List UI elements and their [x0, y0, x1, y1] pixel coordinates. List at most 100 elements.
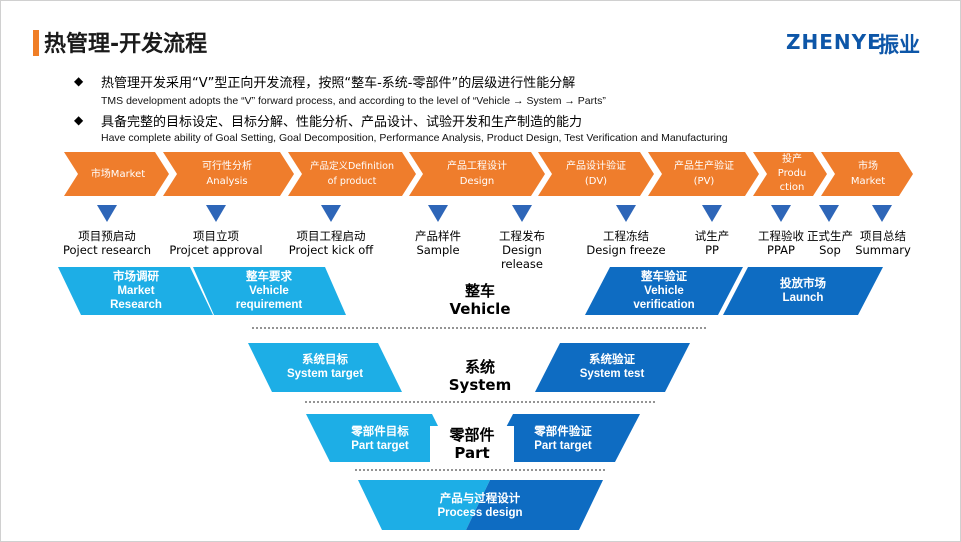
- milestone-label: 项目预启动 Poject research: [57, 229, 157, 257]
- milestone-en: Sop: [819, 243, 841, 257]
- block-cn: 产品与过程设计: [439, 493, 521, 505]
- phase-label-line1: 产品生产验证: [674, 161, 734, 172]
- block-en: Research: [110, 299, 162, 311]
- phase-label-pv: 产品生产验证 (PV): [662, 152, 746, 196]
- bullet-diamond-icon: ◆: [74, 74, 84, 88]
- block-en: verification: [633, 299, 695, 311]
- phase-label-line1: 产品定义Definition: [309, 161, 394, 172]
- block-en: Part target: [534, 440, 592, 452]
- milestone-en: Projcet approval: [169, 243, 263, 257]
- milestone-en: Sample: [416, 243, 460, 257]
- block-label-launch: 投放市场 Launch: [743, 277, 863, 305]
- milestone-marker: [428, 205, 448, 222]
- block-process-design-right: [466, 480, 603, 530]
- milestone-en: Summary: [855, 243, 911, 257]
- phase-label-line2: Analysis: [206, 176, 248, 187]
- block-en: Part target: [351, 440, 409, 452]
- phase-label-definition: 产品定义Definition of product: [300, 152, 404, 196]
- phase-label-line1: 市场: [858, 161, 878, 172]
- block-label-market-research: 市场调研 Market Research: [76, 270, 196, 312]
- block-vehicle-verification: [585, 267, 743, 315]
- milestone-cn: 工程冻结: [603, 229, 649, 243]
- phase-label-line2: Produ: [777, 168, 807, 179]
- block-label-system-target: 系统目标 System target: [265, 353, 385, 381]
- block-market-research: [58, 267, 213, 315]
- block-system-test: [535, 343, 690, 392]
- phase-label-line2: of product: [327, 176, 377, 187]
- phase-label-line2: Market: [850, 176, 886, 187]
- block-label-system-test: 系统验证 System test: [552, 353, 672, 381]
- page-title: 热管理-开发流程: [44, 32, 208, 57]
- milestone-marker: [702, 205, 722, 222]
- milestone-label: 项目工程启动 Project kick off: [281, 229, 381, 257]
- level-cn: 整车: [464, 282, 495, 300]
- bullet-2-en: Have complete ability of Goal Setting, G…: [101, 132, 728, 144]
- milestone-cn: 试生产: [694, 229, 730, 243]
- block-en: Market: [117, 285, 155, 297]
- milestone-en: Design release: [501, 243, 543, 271]
- block-cn: 市场调研: [113, 271, 159, 283]
- milestone-label: 工程验收 PPAP: [752, 229, 810, 257]
- milestone-marker: [771, 205, 791, 222]
- block-en: System test: [579, 368, 645, 380]
- block-cn: 投放市场: [780, 278, 826, 290]
- milestone-marker: [616, 205, 636, 222]
- block-cn: 零部件目标: [351, 426, 409, 438]
- phase-chevron-analysis: [163, 152, 294, 196]
- block-en: System target: [286, 368, 364, 380]
- block-label-vehicle-verification: 整车验证 Vehicle verification: [604, 270, 724, 312]
- phase-chevron-market: [64, 152, 169, 196]
- milestone-en: PP: [705, 243, 719, 257]
- phase-chevron-design: [409, 152, 545, 196]
- block-en: Launch: [782, 292, 824, 304]
- milestone-cn: 项目立项: [193, 229, 239, 243]
- phase-label-line2: (PV): [693, 176, 715, 187]
- block-cn: 整车要求: [246, 271, 292, 283]
- level-label-part: 零部件 Part: [430, 426, 514, 462]
- phase-label-line2: Design: [459, 176, 495, 187]
- milestone-marker: [97, 205, 117, 222]
- milestone-en: Project kick off: [288, 243, 374, 257]
- phase-label-market: 市场Market: [78, 152, 158, 196]
- phase-chevron-market-end: [821, 152, 913, 196]
- bullet-1-en: TMS development adopts the “V” forward p…: [101, 95, 606, 107]
- level-label-system: 系统 System: [430, 358, 530, 394]
- phase-chevron-dv: [538, 152, 654, 196]
- level-en: Vehicle: [449, 300, 511, 318]
- phase-label-line1: 产品工程设计: [447, 161, 507, 172]
- block-cn: 整车验证: [641, 271, 687, 283]
- phase-label-line1: 市场Market: [90, 168, 146, 180]
- phase-label-line1: 产品设计验证: [566, 161, 626, 172]
- milestone-label: 试生产 PP: [687, 229, 737, 257]
- phase-label-line1: 投产: [782, 154, 802, 165]
- block-en: Process design: [437, 507, 523, 519]
- level-label-vehicle: 整车 Vehicle: [430, 282, 530, 318]
- phase-label-analysis: 可行性分析 Analysis: [177, 152, 277, 196]
- milestone-marker: [206, 205, 226, 222]
- level-en: Part: [454, 444, 490, 462]
- milestone-cn: 项目工程启动: [296, 229, 366, 243]
- milestone-label: 工程冻结 Design freeze: [586, 229, 666, 257]
- brand-logo-cn: 振业: [878, 33, 920, 57]
- phase-chevron-production: [753, 152, 827, 196]
- milestone-cn: 项目预启动: [78, 229, 136, 243]
- phase-chevron-pv: [648, 152, 759, 196]
- block-launch: [723, 267, 883, 315]
- milestone-cn: 工程发布: [499, 229, 545, 243]
- bullet-diamond-icon: ◆: [74, 113, 84, 127]
- phase-label-design: 产品工程设计 Design: [423, 152, 531, 196]
- title-accent-bar: [33, 30, 39, 56]
- milestone-cn: 工程验收: [758, 229, 804, 243]
- phase-label-line1: 可行性分析: [202, 161, 252, 172]
- block-label-vehicle-requirement: 整车要求 Vehicle requirement: [209, 270, 329, 312]
- milestone-en: PPAP: [767, 243, 795, 257]
- phase-label-line3: ction: [779, 182, 805, 193]
- milestone-label: 项目立项 Projcet approval: [166, 229, 266, 257]
- level-en: System: [448, 376, 512, 394]
- block-label-process-design: 产品与过程设计 Process design: [410, 492, 550, 520]
- block-en: Vehicle: [644, 285, 684, 297]
- block-cn: 系统验证: [589, 354, 635, 366]
- phase-chevron-definition: [288, 152, 416, 196]
